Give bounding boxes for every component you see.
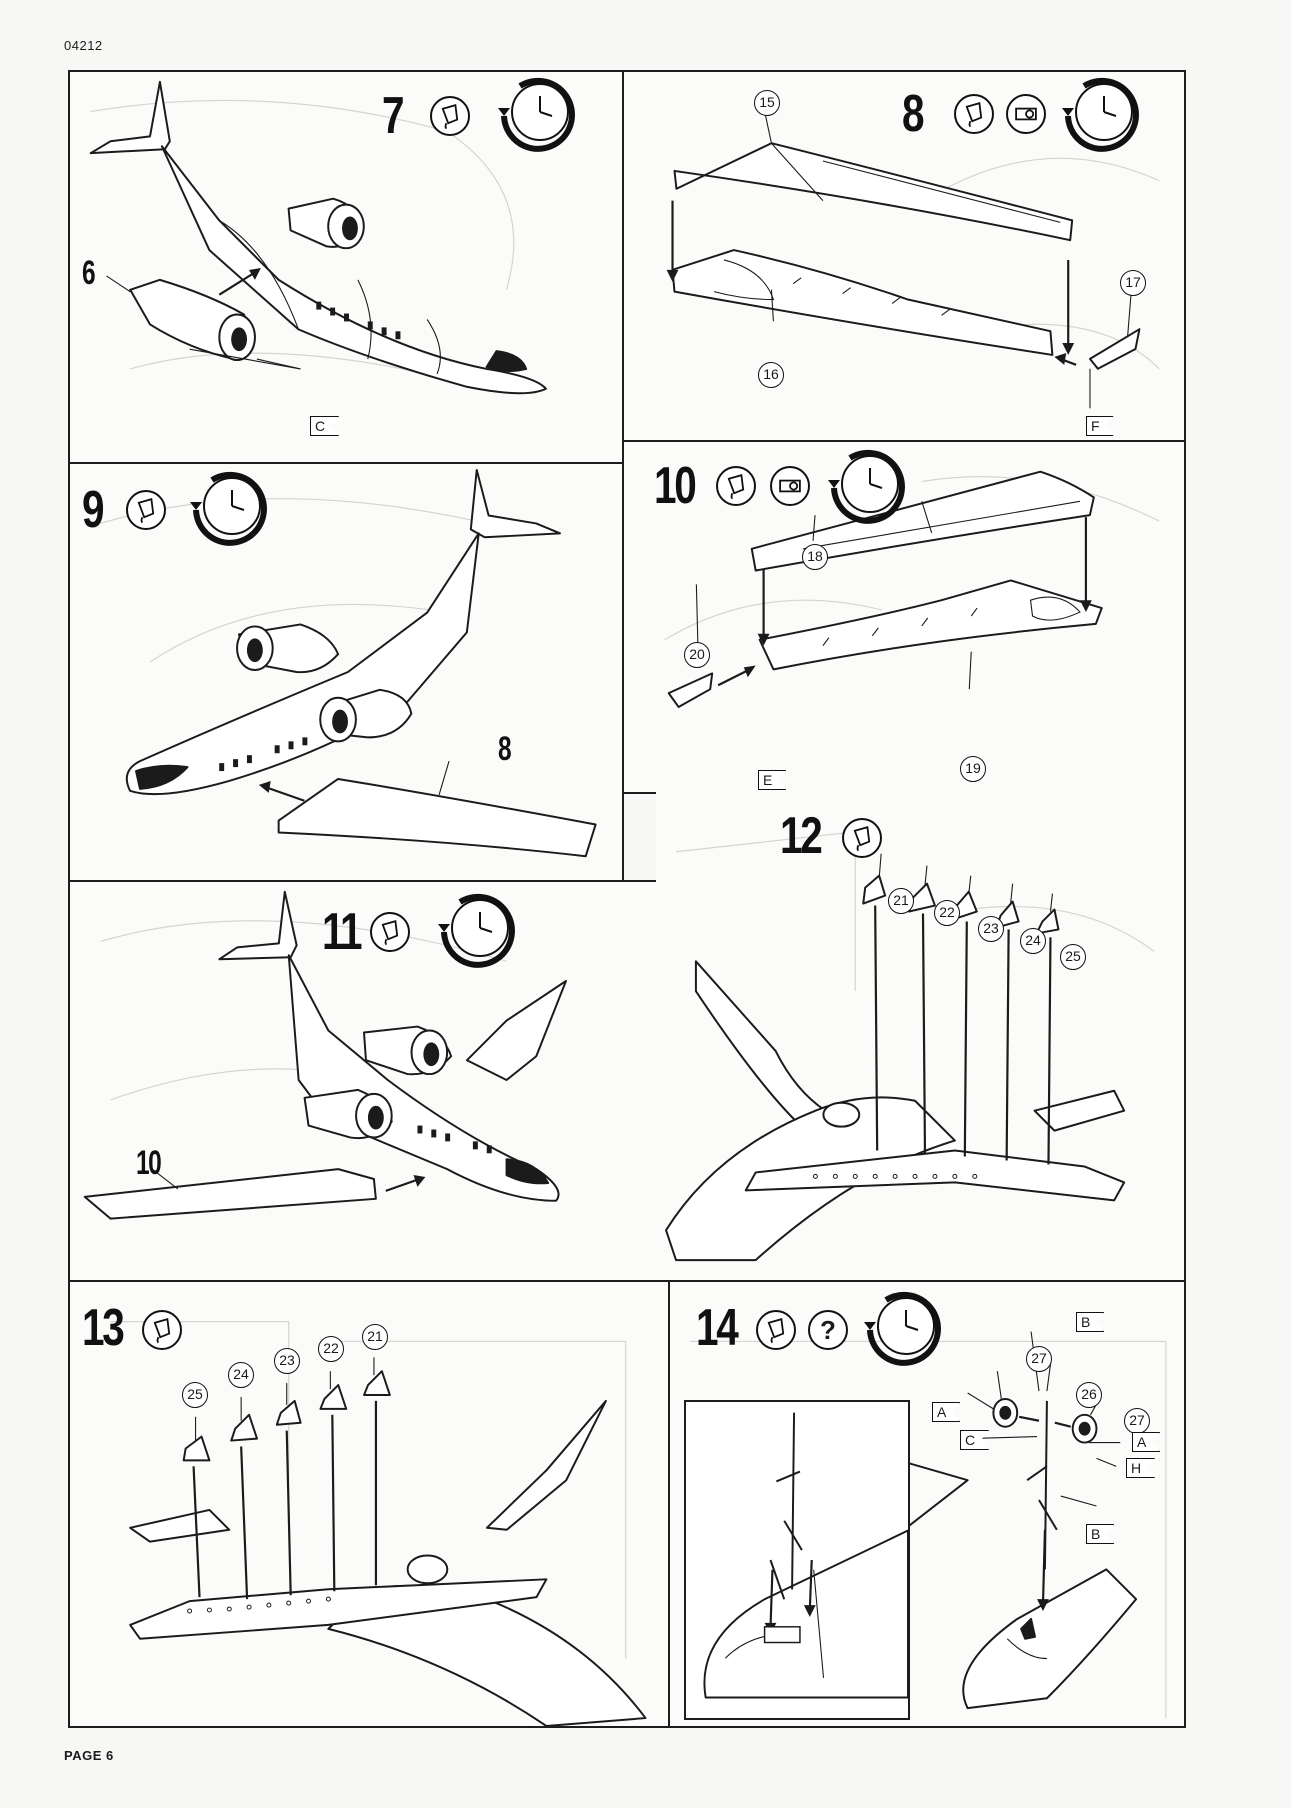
clock-icon bbox=[820, 444, 908, 528]
flap-track-fairings-drawing bbox=[665, 831, 1155, 1262]
tag-label: B bbox=[1086, 1524, 1114, 1544]
clock-icon bbox=[1054, 72, 1142, 156]
glue-tube-icon bbox=[430, 96, 470, 136]
part-callout: 25 bbox=[182, 1382, 208, 1408]
glue-tube-icon bbox=[370, 912, 410, 952]
step-12-panel: 12 21 22 23 24 25 bbox=[656, 792, 1186, 1282]
step-11-panel: 11 10 bbox=[68, 880, 658, 1282]
part-callout: 16 bbox=[758, 362, 784, 388]
clock-icon bbox=[490, 72, 578, 156]
step-10-panel: 10 18 19 20 E bbox=[622, 440, 1186, 794]
part-callout: 18 bbox=[802, 544, 828, 570]
right-wing-assembly-drawing bbox=[664, 470, 1160, 708]
part-callout: 23 bbox=[274, 1348, 300, 1374]
step-number: 7 bbox=[382, 87, 405, 145]
part-callout: 21 bbox=[362, 1324, 388, 1350]
glue-tube-icon bbox=[716, 466, 756, 506]
glue-tube-icon bbox=[954, 94, 994, 134]
step-9-panel: 9 8 bbox=[68, 462, 624, 882]
glue-tube-icon bbox=[142, 1310, 182, 1350]
clock-icon bbox=[430, 888, 518, 972]
part-callout: 22 bbox=[318, 1336, 344, 1362]
step-13-panel: 13 25 24 23 22 21 bbox=[68, 1280, 670, 1728]
part-callout: 17 bbox=[1120, 270, 1146, 296]
left-wing-assembly-drawing bbox=[666, 115, 1160, 409]
step-number: 13 bbox=[82, 1299, 125, 1357]
part-callout: 24 bbox=[228, 1362, 254, 1388]
part-callout: 23 bbox=[978, 916, 1004, 942]
step-number: 14 bbox=[696, 1299, 739, 1357]
aircraft-left-wing-drawing bbox=[100, 468, 597, 858]
help-icon: ? bbox=[808, 1310, 848, 1350]
part-label: 10 bbox=[136, 1144, 162, 1182]
part-label: 6 bbox=[82, 254, 96, 292]
step-number: 10 bbox=[654, 457, 697, 515]
flap-track-fairings-left-drawing bbox=[110, 1321, 647, 1726]
part-callout: 19 bbox=[960, 756, 986, 782]
tag-label: E bbox=[758, 770, 786, 790]
document-code: 04212 bbox=[64, 38, 103, 53]
part-callout: 22 bbox=[934, 900, 960, 926]
part-callout: 15 bbox=[754, 90, 780, 116]
step-14-panel: 14 ? 27 26 27 B A C A H B bbox=[668, 1280, 1186, 1728]
nose-gear-detail-drawing bbox=[703, 1412, 909, 1699]
part-callout: 21 bbox=[888, 888, 914, 914]
step-number: 12 bbox=[780, 807, 823, 865]
glue-tube-icon bbox=[756, 1310, 796, 1350]
aircraft-fuselage-drawing bbox=[89, 80, 547, 395]
part-callout: 20 bbox=[684, 642, 710, 668]
part-callout: 27 bbox=[1026, 1346, 1052, 1372]
part-callout: 27 bbox=[1124, 1408, 1150, 1434]
part-callout: 25 bbox=[1060, 944, 1086, 970]
clock-icon bbox=[182, 466, 270, 550]
step-number: 9 bbox=[82, 481, 105, 539]
clock-icon bbox=[856, 1286, 944, 1370]
tape-icon bbox=[1006, 94, 1046, 134]
step-number: 11 bbox=[322, 903, 363, 961]
detail-inset bbox=[684, 1400, 910, 1720]
tape-icon bbox=[770, 466, 810, 506]
part-callout: 24 bbox=[1020, 928, 1046, 954]
part-label: 8 bbox=[498, 730, 512, 768]
step-8-panel: 15 16 17 8 F bbox=[622, 70, 1186, 442]
tag-label: F bbox=[1086, 416, 1114, 436]
step-7-panel: 7 6 C bbox=[68, 70, 624, 464]
tag-label: A bbox=[932, 1402, 960, 1422]
step-number: 8 bbox=[902, 85, 925, 143]
page-number: PAGE 6 bbox=[64, 1748, 114, 1763]
aircraft-right-wing-drawing bbox=[83, 890, 567, 1220]
glue-tube-icon bbox=[842, 818, 882, 858]
part-callout: 26 bbox=[1076, 1382, 1102, 1408]
glue-tube-icon bbox=[126, 490, 166, 530]
